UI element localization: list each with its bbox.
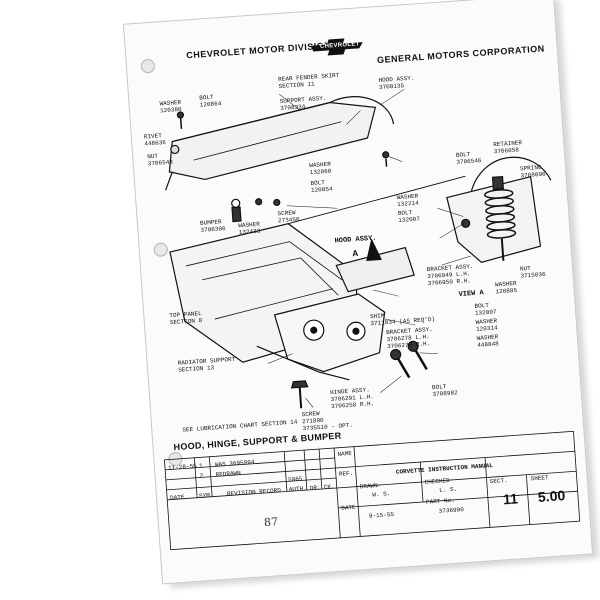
washer-label: WASHER 132433 [238,220,261,237]
checked-value: L. S. [438,485,458,494]
rev-header-date: DATE [169,493,185,502]
nut-label: NUT 3715036 [519,264,546,280]
washer-label: WASHER 120380 [159,98,182,115]
washer-label: WASHER 448848 [476,333,500,349]
nut-label: NUT 3706548 [147,152,174,168]
rev-header-auth: AUTH. [288,485,308,494]
hood-assy-top-label: HOOD ASSY. 3708135 [378,74,415,92]
bolt-label: BOLT 120864 [199,93,222,109]
view-marker-a: A [352,248,359,260]
hinge-assy-label: HINGE ASSY. 3706291 L.H. 3706258 R.H. [329,386,375,411]
rev-header-sym: SYM [198,491,211,500]
name-label: NAME [337,449,353,458]
screw-label: SCREW 273450 [277,209,300,225]
bracket-label: BRACKET ASSY. 3706278 L.H. 3706278 R.H. [385,325,434,351]
date-label: DATE [341,503,356,512]
top-panel-label: TOP PANEL SECTION 8 [169,309,203,327]
rev-header-ck: CK. [323,483,335,491]
bumper-label: BUMPER 3706306 [199,218,226,234]
chevrolet-bowtie-logo: CHEVROLET [310,36,363,58]
manual-sheet: CHEVROLET MOTOR DIVISION CHEVROLET GENER… [122,0,594,585]
ref-label: REF. [338,469,354,478]
sheet-label: SHEET [530,474,549,483]
washer-label: WASHER 132060 [309,160,332,177]
sect-label: SECT. [489,477,508,486]
bolt-label: BOLT 3708982 [431,383,458,399]
spring-label: SPRING 3708096 [519,163,546,180]
page-number: 87 [263,515,279,530]
bolt-label: BOLT 120854 [310,179,333,195]
drawn-label: DRAWN [359,482,379,491]
bracket-label: BRACKET ASSY. 3706949 L.H. 3706950 R.H. [426,262,474,288]
bolt-label: BOLT 132007 [397,209,421,225]
washer-label: WASHER 132214 [396,192,420,209]
washer-label: WASHER 120885 [494,279,518,296]
title-block-grid [164,430,581,551]
bolt-label: BOLT 132007 [474,301,497,317]
drawn-value: W. S. [372,490,391,499]
retainer-label: RETAINER 3706058 [493,139,523,156]
rev-header-dr: DR. [309,484,321,492]
rivet-label: RIVET 448636 [143,132,167,148]
rev-mark-cell: 2 [199,472,204,480]
sheet-value: 5.00 [537,487,566,505]
rev-header-gmo: 5965 [287,475,303,484]
washer-label: WASHER 120314 [475,317,498,333]
exploded-diagram [165,89,552,409]
screw-label: SCREW 271890 3735510 - OPT. [301,409,354,433]
rev-mark-cell: 1 [198,462,203,470]
bolt-label: BOLT 3706546 [455,150,482,166]
sect-value: 11 [502,490,519,508]
